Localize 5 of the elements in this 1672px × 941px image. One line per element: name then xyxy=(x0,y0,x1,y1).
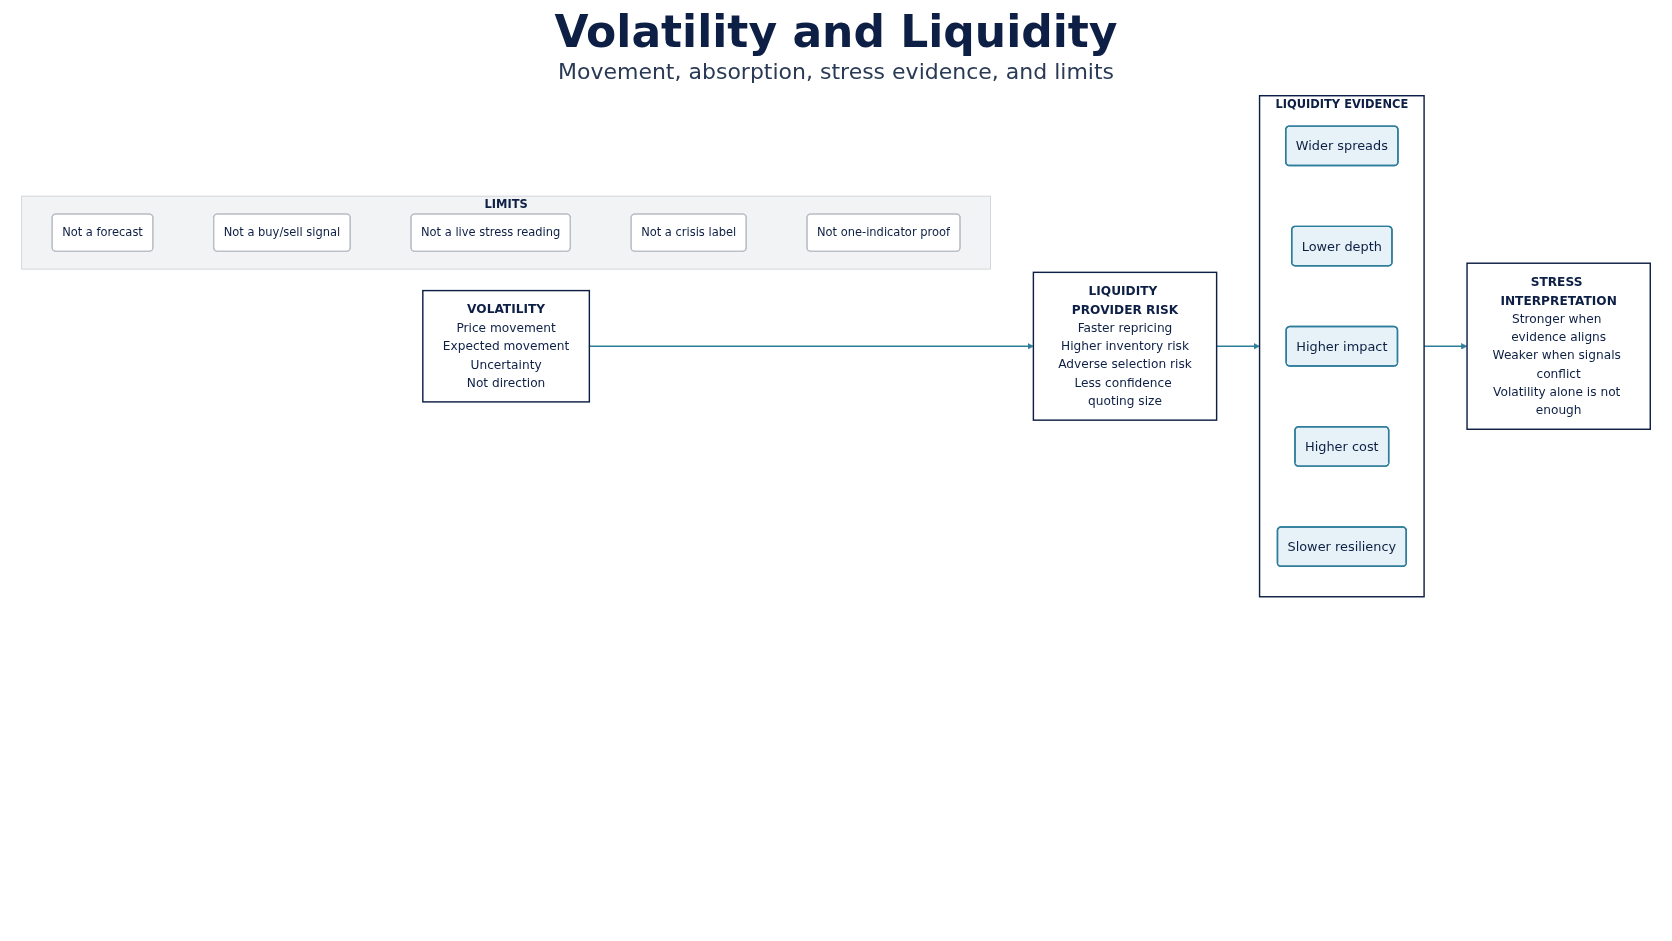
title: Volatility and Liquidity xyxy=(553,6,1119,57)
subtitle: Movement, absorption, stress evidence, and limits xyxy=(556,59,1116,84)
node-box: VOLATILITY Price movement Expected movement Uncertainty Not direction xyxy=(422,289,591,403)
node-box: LIQUIDITY PROVIDER RISK Faster repricing Higher inventory risk Adverse selection risk Less confidence quoting size xyxy=(1032,271,1218,421)
node-box: STRESS INTERPRETATION Stronger when evidence aligns Weaker when signals conflict Volatility alone is not enough xyxy=(1466,262,1651,430)
